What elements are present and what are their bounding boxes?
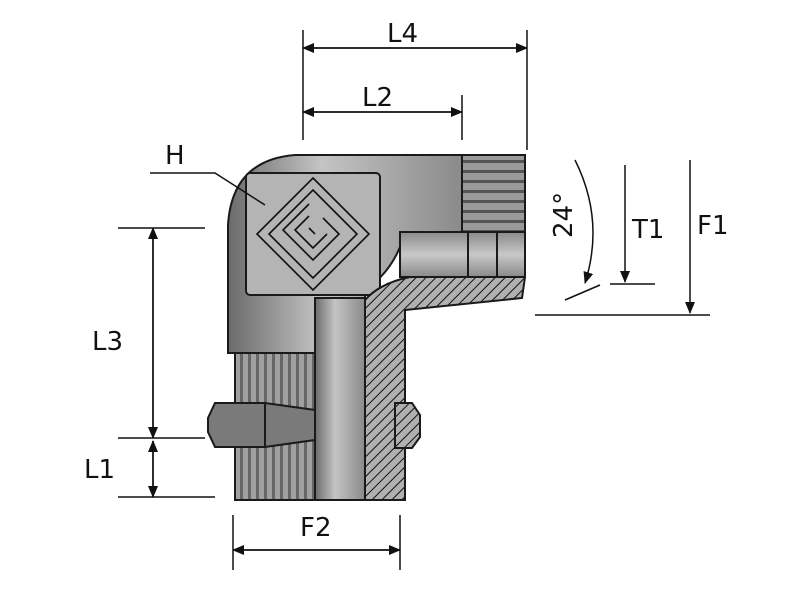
nut-face [399, 231, 526, 278]
dimension-labels: L4 L2 H L3 L1 F2 24° T1 F1 [84, 19, 729, 543]
bore [314, 297, 366, 501]
label-L3: L3 [92, 327, 123, 357]
label-L2: L2 [362, 83, 393, 113]
hatched-section [364, 276, 527, 501]
label-F1: F1 [697, 211, 729, 241]
label-L4: L4 [387, 19, 418, 49]
upper-thread [461, 154, 526, 233]
hex-nut [207, 402, 316, 448]
logo-icon [255, 176, 371, 292]
label-L1: L1 [84, 455, 115, 485]
elbow-body [207, 154, 527, 501]
face-panel [245, 172, 381, 296]
seal-ring [394, 402, 421, 449]
dimension-lines [118, 30, 710, 570]
label-H: H [165, 141, 185, 171]
label-T1: T1 [631, 215, 664, 245]
label-F2: F2 [300, 513, 332, 543]
label-angle: 24° [549, 192, 579, 238]
